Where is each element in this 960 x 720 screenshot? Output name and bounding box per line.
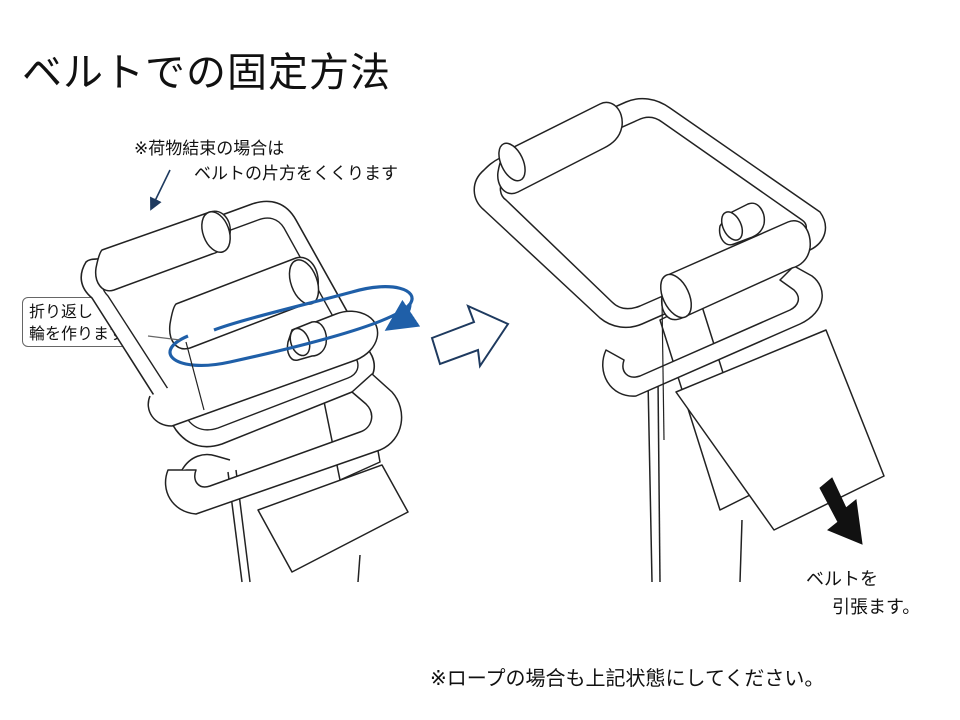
left-belt-drop (185, 341, 205, 411)
page-title: ベルトでの固定方法 (22, 50, 391, 96)
left-lower-loop (164, 373, 403, 515)
pull-direction-arrow (819, 477, 863, 545)
cargo-binding-note: ※荷物結束の場合は ベルトの片方をくくります (134, 137, 398, 187)
right-grip-small (718, 202, 766, 246)
left-grip-top (94, 210, 231, 292)
right-upper-frame (473, 97, 827, 329)
pull-note-line2: 引張ます。 (832, 597, 921, 618)
left-grip-middle (168, 256, 320, 350)
pull-belt-note: ベルトを 引張ます。 (806, 566, 920, 622)
right-uprights (647, 379, 743, 583)
right-belt-drop (661, 299, 665, 441)
left-grip-small (286, 321, 328, 361)
left-rack-figure (80, 200, 421, 583)
cargo-note-arrow (150, 169, 171, 211)
left-belt-loop-arrow (384, 299, 421, 331)
right-grip-top (497, 101, 623, 195)
cargo-note-line1: ※荷物結束の場合は (134, 139, 285, 159)
cargo-note-line2: ベルトの片方をくくります (194, 164, 398, 184)
pull-note-line1: ベルトを (806, 569, 878, 590)
callout-pointer (147, 335, 181, 341)
callout-line1: 折り返し (29, 302, 94, 321)
transition-arrow (430, 304, 510, 369)
rope-note: ※ロープの場合も上記状態にしてください。 (430, 666, 825, 690)
right-rack-figure (473, 97, 885, 583)
right-grip-front (659, 219, 811, 321)
